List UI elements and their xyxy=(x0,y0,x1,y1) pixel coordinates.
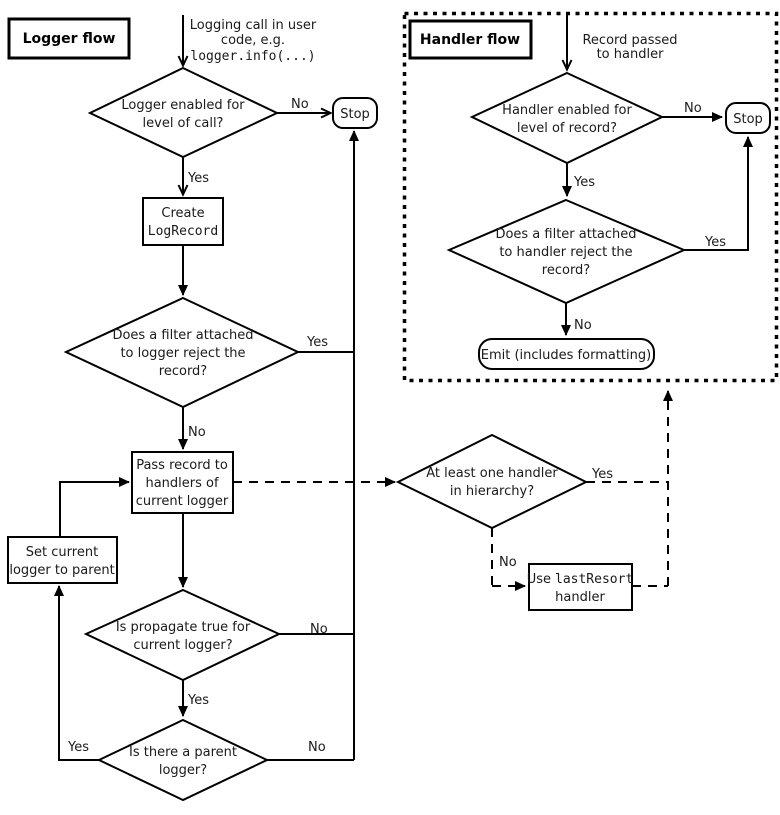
label-no-handler-filter: No xyxy=(574,318,592,333)
decision-hierarchy-line2: in hierarchy? xyxy=(450,484,534,499)
decision-parent-line2: logger? xyxy=(159,763,207,778)
use-lastresort-line1: Use lastResort xyxy=(527,572,634,587)
logger-entry-label-code: logger.info(...) xyxy=(190,49,315,64)
create-logrecord-code: LogRecord xyxy=(148,224,218,239)
decision-logger-enabled xyxy=(87,66,280,159)
label-yes-propagate: Yes xyxy=(187,693,209,708)
emit-node xyxy=(478,338,655,370)
label-no-filter: No xyxy=(188,425,206,440)
arrow-set-to-pass xyxy=(59,477,130,537)
logger-entry-label-line2: code, e.g. xyxy=(221,33,285,48)
decision-handler-in-hierarchy xyxy=(395,433,589,530)
logger-stop-node xyxy=(332,97,378,129)
decision-logger-enabled-line1: Logger enabled for xyxy=(121,98,245,113)
decision-handler-filter-line2: to handler reject the xyxy=(499,245,632,260)
handler-stop-node xyxy=(725,102,771,134)
handler-stop-label: Stop xyxy=(733,112,763,127)
label-no-hierarchy: No xyxy=(499,555,517,570)
pass-record-line3: current logger xyxy=(136,494,229,509)
logger-flow-title: Logger flow xyxy=(23,31,116,47)
handler-flow-title: Handler flow xyxy=(420,32,520,48)
pass-record-line2: handlers of xyxy=(145,476,219,491)
create-logrecord-line1: Create xyxy=(161,206,204,221)
decision-handler-filter xyxy=(446,198,687,305)
arrow-parent-yes-to-set xyxy=(54,585,99,761)
pass-record-line1: Pass record to xyxy=(136,458,228,473)
decision-handler-enabled xyxy=(469,71,665,165)
decision-handler-enabled-line2: level of record? xyxy=(517,121,617,136)
use-lastresort-pre: Use xyxy=(527,572,551,587)
logger-entry-label-line1: Logging call in user xyxy=(190,18,317,33)
label-yes-enabled: Yes xyxy=(187,171,209,186)
emit-label: Emit (includes formatting) xyxy=(481,348,651,363)
decision-logger-filter-line3: record? xyxy=(159,364,207,379)
label-no-parent: No xyxy=(308,740,326,755)
label-yes-parent: Yes xyxy=(67,740,89,755)
pass-record-box xyxy=(131,451,234,514)
decision-parent-logger xyxy=(96,718,270,802)
decision-logger-filter-line1: Does a filter attached xyxy=(112,328,253,343)
decision-handler-filter-line3: record? xyxy=(542,263,590,278)
arrow-hfilter-yes-to-stop xyxy=(684,136,753,251)
logger-flow-title-box xyxy=(7,17,131,60)
decision-propagate xyxy=(83,588,282,682)
label-no-enabled: No xyxy=(291,97,309,112)
decision-parent-line1: Is there a parent xyxy=(129,745,237,760)
use-lastresort-code: lastResort xyxy=(555,572,633,587)
decision-handler-filter-line1: Does a filter attached xyxy=(495,227,636,242)
label-no-propagate: No xyxy=(310,622,328,637)
decision-logger-filter-line2: to logger reject the xyxy=(120,346,245,361)
decision-logger-filter xyxy=(63,296,301,409)
set-current-logger-line2: logger to parent xyxy=(9,563,114,578)
decision-handler-enabled-line1: Handler enabled for xyxy=(502,103,632,118)
handler-entry-label-line2: to handler xyxy=(597,47,664,62)
handler-entry-label-line1: Record passed xyxy=(582,33,677,48)
decision-hierarchy-line1: At least one handler xyxy=(426,466,558,481)
label-no-handler-enabled: No xyxy=(684,101,702,116)
decision-propagate-line2: current logger? xyxy=(133,638,232,653)
label-yes-handler-enabled: Yes xyxy=(573,175,595,190)
logger-stop-label: Stop xyxy=(340,107,370,122)
handler-flow-title-box xyxy=(408,19,533,60)
decision-propagate-line1: Is propagate true for xyxy=(116,620,251,635)
label-yes-handler-filter: Yes xyxy=(704,235,726,250)
handler-flow-container xyxy=(402,11,779,383)
decision-logger-enabled-line2: level of call? xyxy=(143,116,224,131)
use-lastresort-line2: handler xyxy=(555,590,605,605)
label-yes-hierarchy: Yes xyxy=(591,467,613,482)
label-yes-filter: Yes xyxy=(306,335,328,350)
create-logrecord-box xyxy=(142,197,224,246)
set-current-logger-line1: Set current xyxy=(26,545,98,560)
set-current-logger-box xyxy=(7,536,118,584)
use-lastresort-box xyxy=(528,563,633,611)
